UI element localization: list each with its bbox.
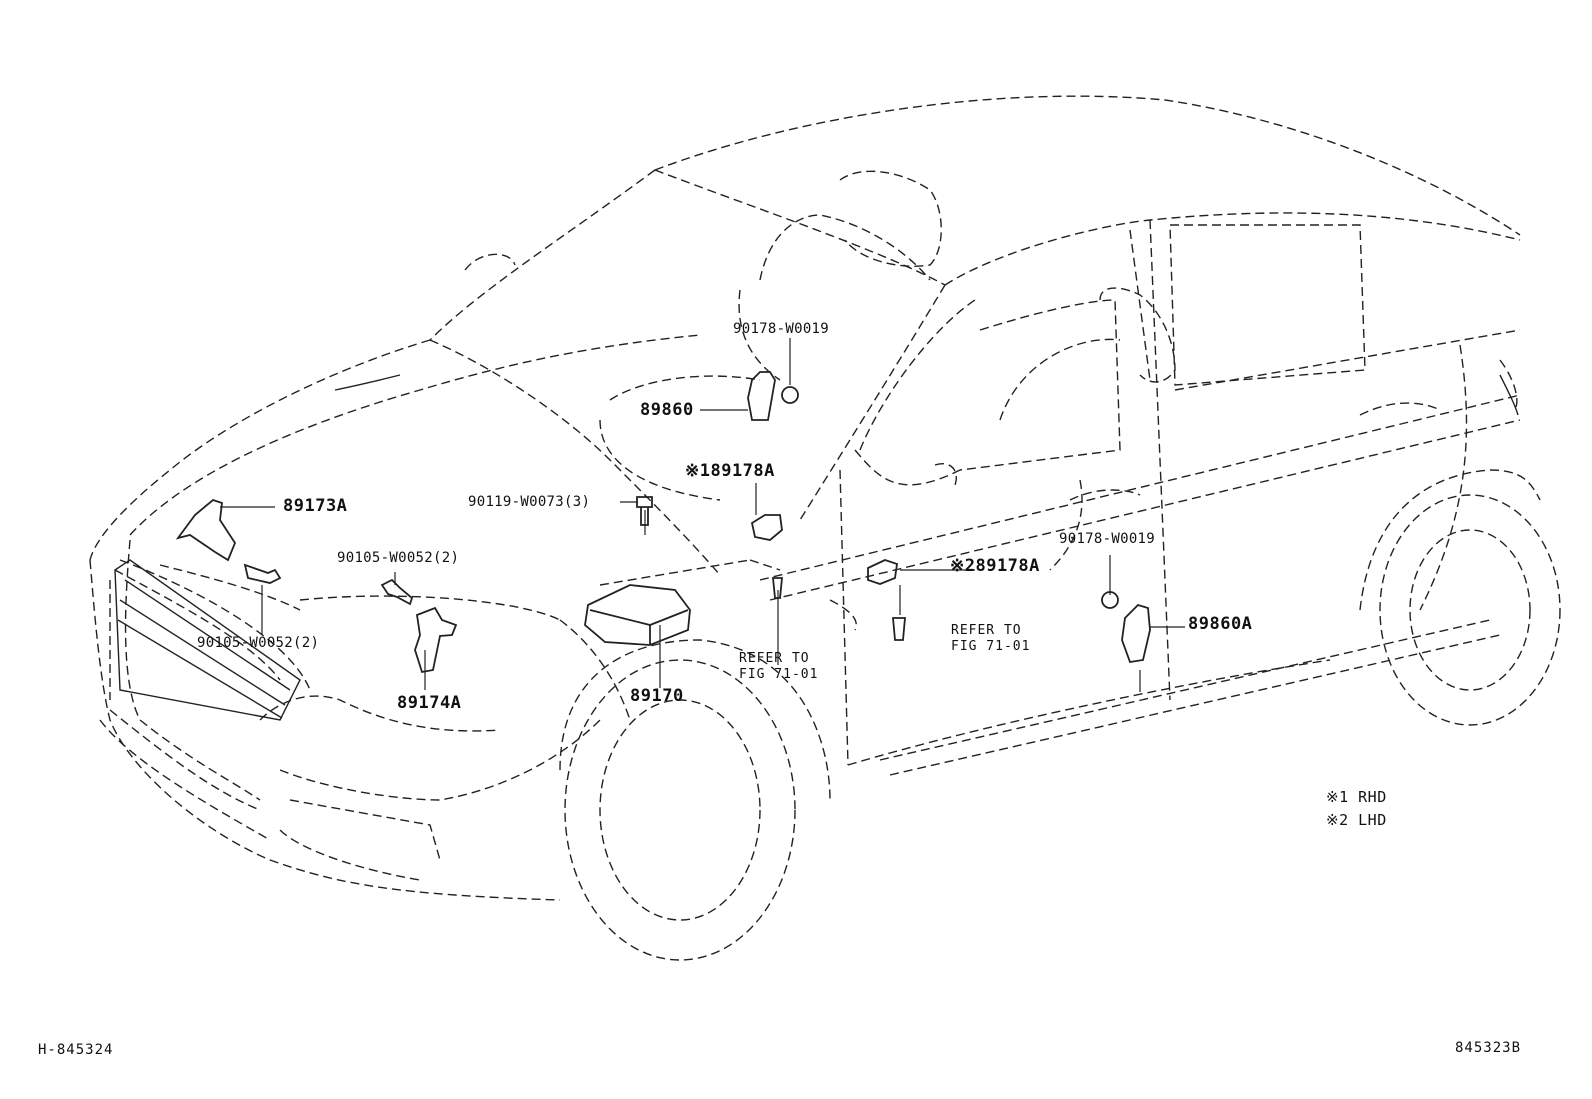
legend-lhd: ※2 LHD [1326,811,1387,829]
screw-center-shape [773,578,782,598]
legend-rhd: ※1 RHD [1326,788,1387,806]
label-90105-w0052-upper: 90105-W0052(2) [337,550,460,566]
label-89178A-rhd: ※189178A [685,461,775,481]
label-90178-w0019-top: 90178-W0019 [733,321,830,337]
sensor-89174A-shape [415,608,456,672]
bolt-90105-lower-shape [245,565,280,583]
ref-center-line2: FIG 71-01 [739,667,819,682]
label-90105-w0052-lower: 90105-W0052(2) [197,635,320,651]
footer-right-code: 845323B [1455,1040,1522,1056]
ref-right-line1: REFER TO [951,623,1022,638]
label-89178A-lhd: ※289178A [950,556,1040,576]
label-90178-w0019-right: 90178-W0019 [1059,531,1156,547]
ref-center-line1: REFER TO [739,651,810,666]
ecu-89170-shape [585,585,690,645]
bolt-90119-shape [637,497,652,525]
sensor-89178A-rhd-shape [752,515,782,540]
car-body-outline [90,96,1560,960]
label-89174A: 89174A [397,693,462,713]
label-89860: 89860 [640,400,694,420]
sensor-89178A-lhd-shape [868,560,897,584]
screw-right-shape [893,618,905,640]
ref-right-line2: FIG 71-01 [951,639,1031,654]
label-90119-w0073: 90119-W0073(3) [468,494,591,510]
car-solid-details [115,375,1518,720]
sensor-89860-shape [748,372,775,420]
clip-90178-top-shape [782,387,798,403]
label-89860A: 89860A [1188,614,1253,634]
part-shapes [178,372,1150,672]
label-89170: 89170 [630,686,684,706]
bracket-89173A-shape [178,500,235,560]
sensor-89860A-shape [1122,605,1150,662]
leader-lines [220,338,1185,692]
clip-90178-right-shape [1102,592,1118,608]
footer-left-code: H-845324 [38,1042,114,1058]
label-89173A: 89173A [283,496,348,516]
bolt-90105-upper-shape [382,580,412,604]
